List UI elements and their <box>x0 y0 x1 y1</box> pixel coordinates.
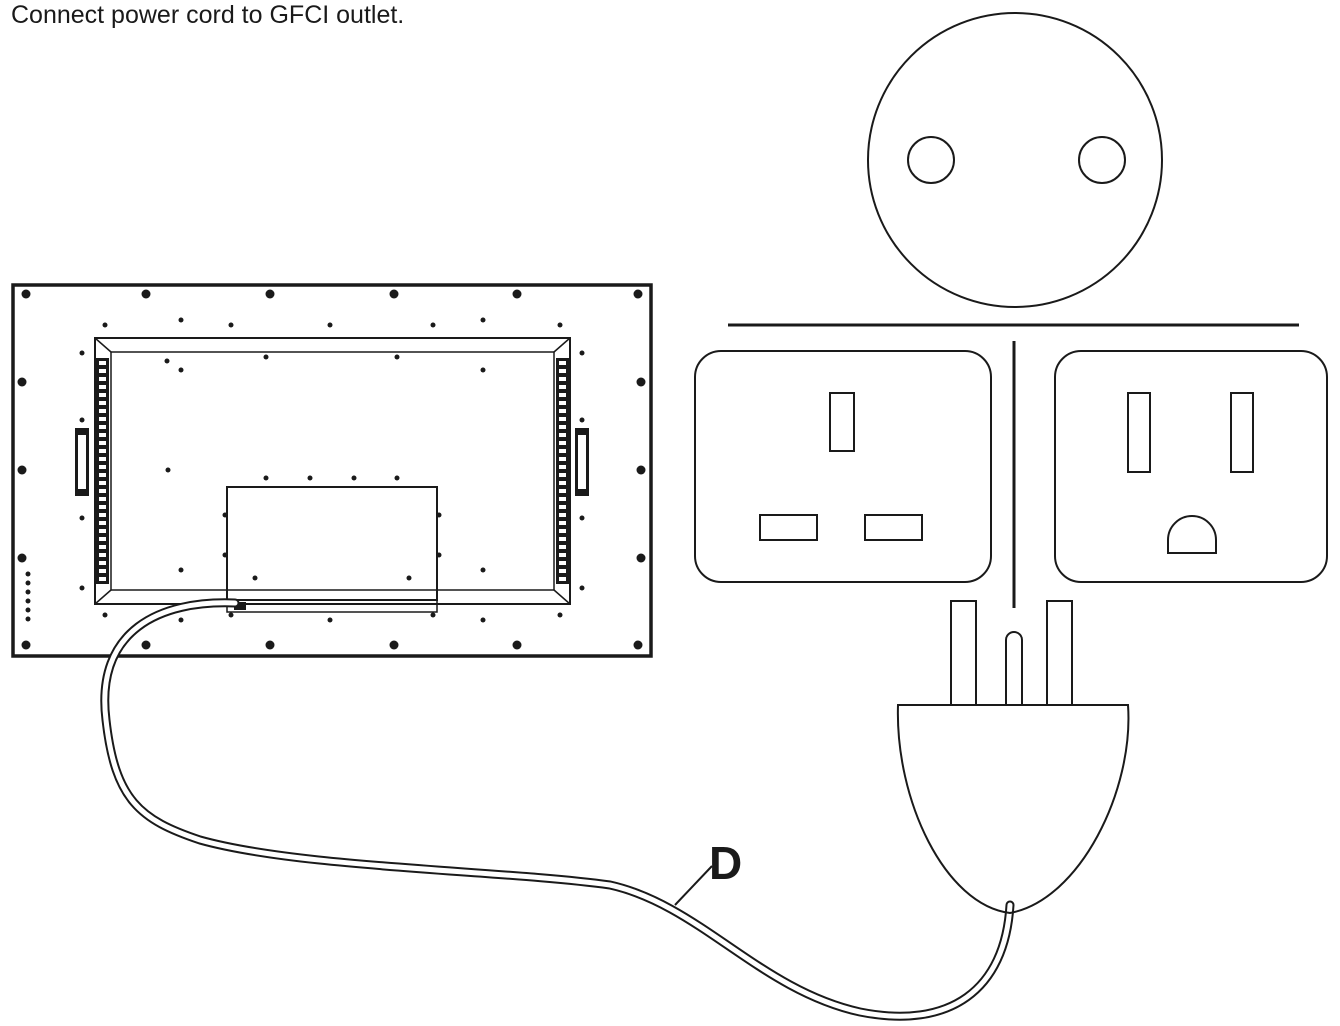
screw-hole <box>79 585 85 591</box>
screw-hole <box>512 289 522 299</box>
screw-hole <box>480 317 486 323</box>
screw-hole <box>633 289 643 299</box>
screw-hole <box>222 552 228 558</box>
screw-hole <box>79 350 85 356</box>
screw-hole <box>228 612 234 618</box>
screw-hole <box>327 322 333 328</box>
screw-hole <box>579 417 585 423</box>
screw-hole <box>307 475 313 481</box>
us-gfci-outlet-icon <box>1054 350 1328 583</box>
screw-hole <box>579 350 585 356</box>
screw-hole <box>265 289 275 299</box>
screw-hole <box>79 417 85 423</box>
screw-hole <box>17 553 27 563</box>
power-cord <box>100 598 1015 1021</box>
tv-side-buttons <box>25 571 31 622</box>
screw-hole <box>430 322 436 328</box>
screw-hole <box>263 475 269 481</box>
screw-hole <box>178 367 184 373</box>
screw-hole <box>141 289 151 299</box>
screw-hole <box>633 640 643 650</box>
screw-hole <box>394 354 400 360</box>
instruction-text: Connect power cord to GFCI outlet. <box>11 1 405 29</box>
screw-hole <box>480 367 486 373</box>
screw-hole <box>79 515 85 521</box>
tv-screw-holes <box>17 289 646 650</box>
screw-hole <box>252 575 258 581</box>
tv-vent-strips <box>96 358 569 584</box>
side-button <box>25 598 31 604</box>
side-button <box>25 580 31 586</box>
tv-right-handle <box>575 428 589 496</box>
screw-hole <box>265 640 275 650</box>
screw-hole <box>178 567 184 573</box>
uk-outlet-icon <box>694 350 992 583</box>
screw-hole <box>178 317 184 323</box>
screw-hole <box>512 640 522 650</box>
screw-hole <box>228 322 234 328</box>
screw-hole <box>636 377 646 387</box>
screw-hole <box>17 377 27 387</box>
screw-hole <box>480 567 486 573</box>
screw-hole <box>430 612 436 618</box>
side-button <box>25 616 31 622</box>
screw-hole <box>636 465 646 475</box>
screw-hole <box>436 512 442 518</box>
screw-hole <box>178 617 184 623</box>
side-button <box>25 589 31 595</box>
screw-hole <box>351 475 357 481</box>
tv-back-panel-icon <box>11 283 653 658</box>
screw-hole <box>102 322 108 328</box>
screw-hole <box>165 467 171 473</box>
screw-hole <box>636 553 646 563</box>
screw-hole <box>389 289 399 299</box>
screw-hole <box>141 640 151 650</box>
screw-hole <box>164 358 170 364</box>
eu-round-outlet-icon <box>867 12 1163 308</box>
screw-hole <box>579 515 585 521</box>
screw-hole <box>17 465 27 475</box>
power-plug-icon <box>896 600 1130 915</box>
screw-hole <box>406 575 412 581</box>
screw-hole <box>389 640 399 650</box>
screw-hole <box>579 585 585 591</box>
screw-hole <box>21 640 31 650</box>
screw-hole <box>102 612 108 618</box>
screw-hole <box>394 475 400 481</box>
screw-hole <box>557 322 563 328</box>
screw-hole <box>263 354 269 360</box>
tv-left-handle <box>75 428 89 496</box>
screw-hole <box>436 552 442 558</box>
screw-hole <box>21 289 31 299</box>
side-button <box>25 571 31 577</box>
screw-hole <box>222 512 228 518</box>
screw-hole <box>480 617 486 623</box>
screw-hole <box>557 612 563 618</box>
callout-label: D <box>709 837 742 889</box>
side-button <box>25 607 31 613</box>
callout-d: D <box>674 837 742 906</box>
screw-hole <box>327 617 333 623</box>
